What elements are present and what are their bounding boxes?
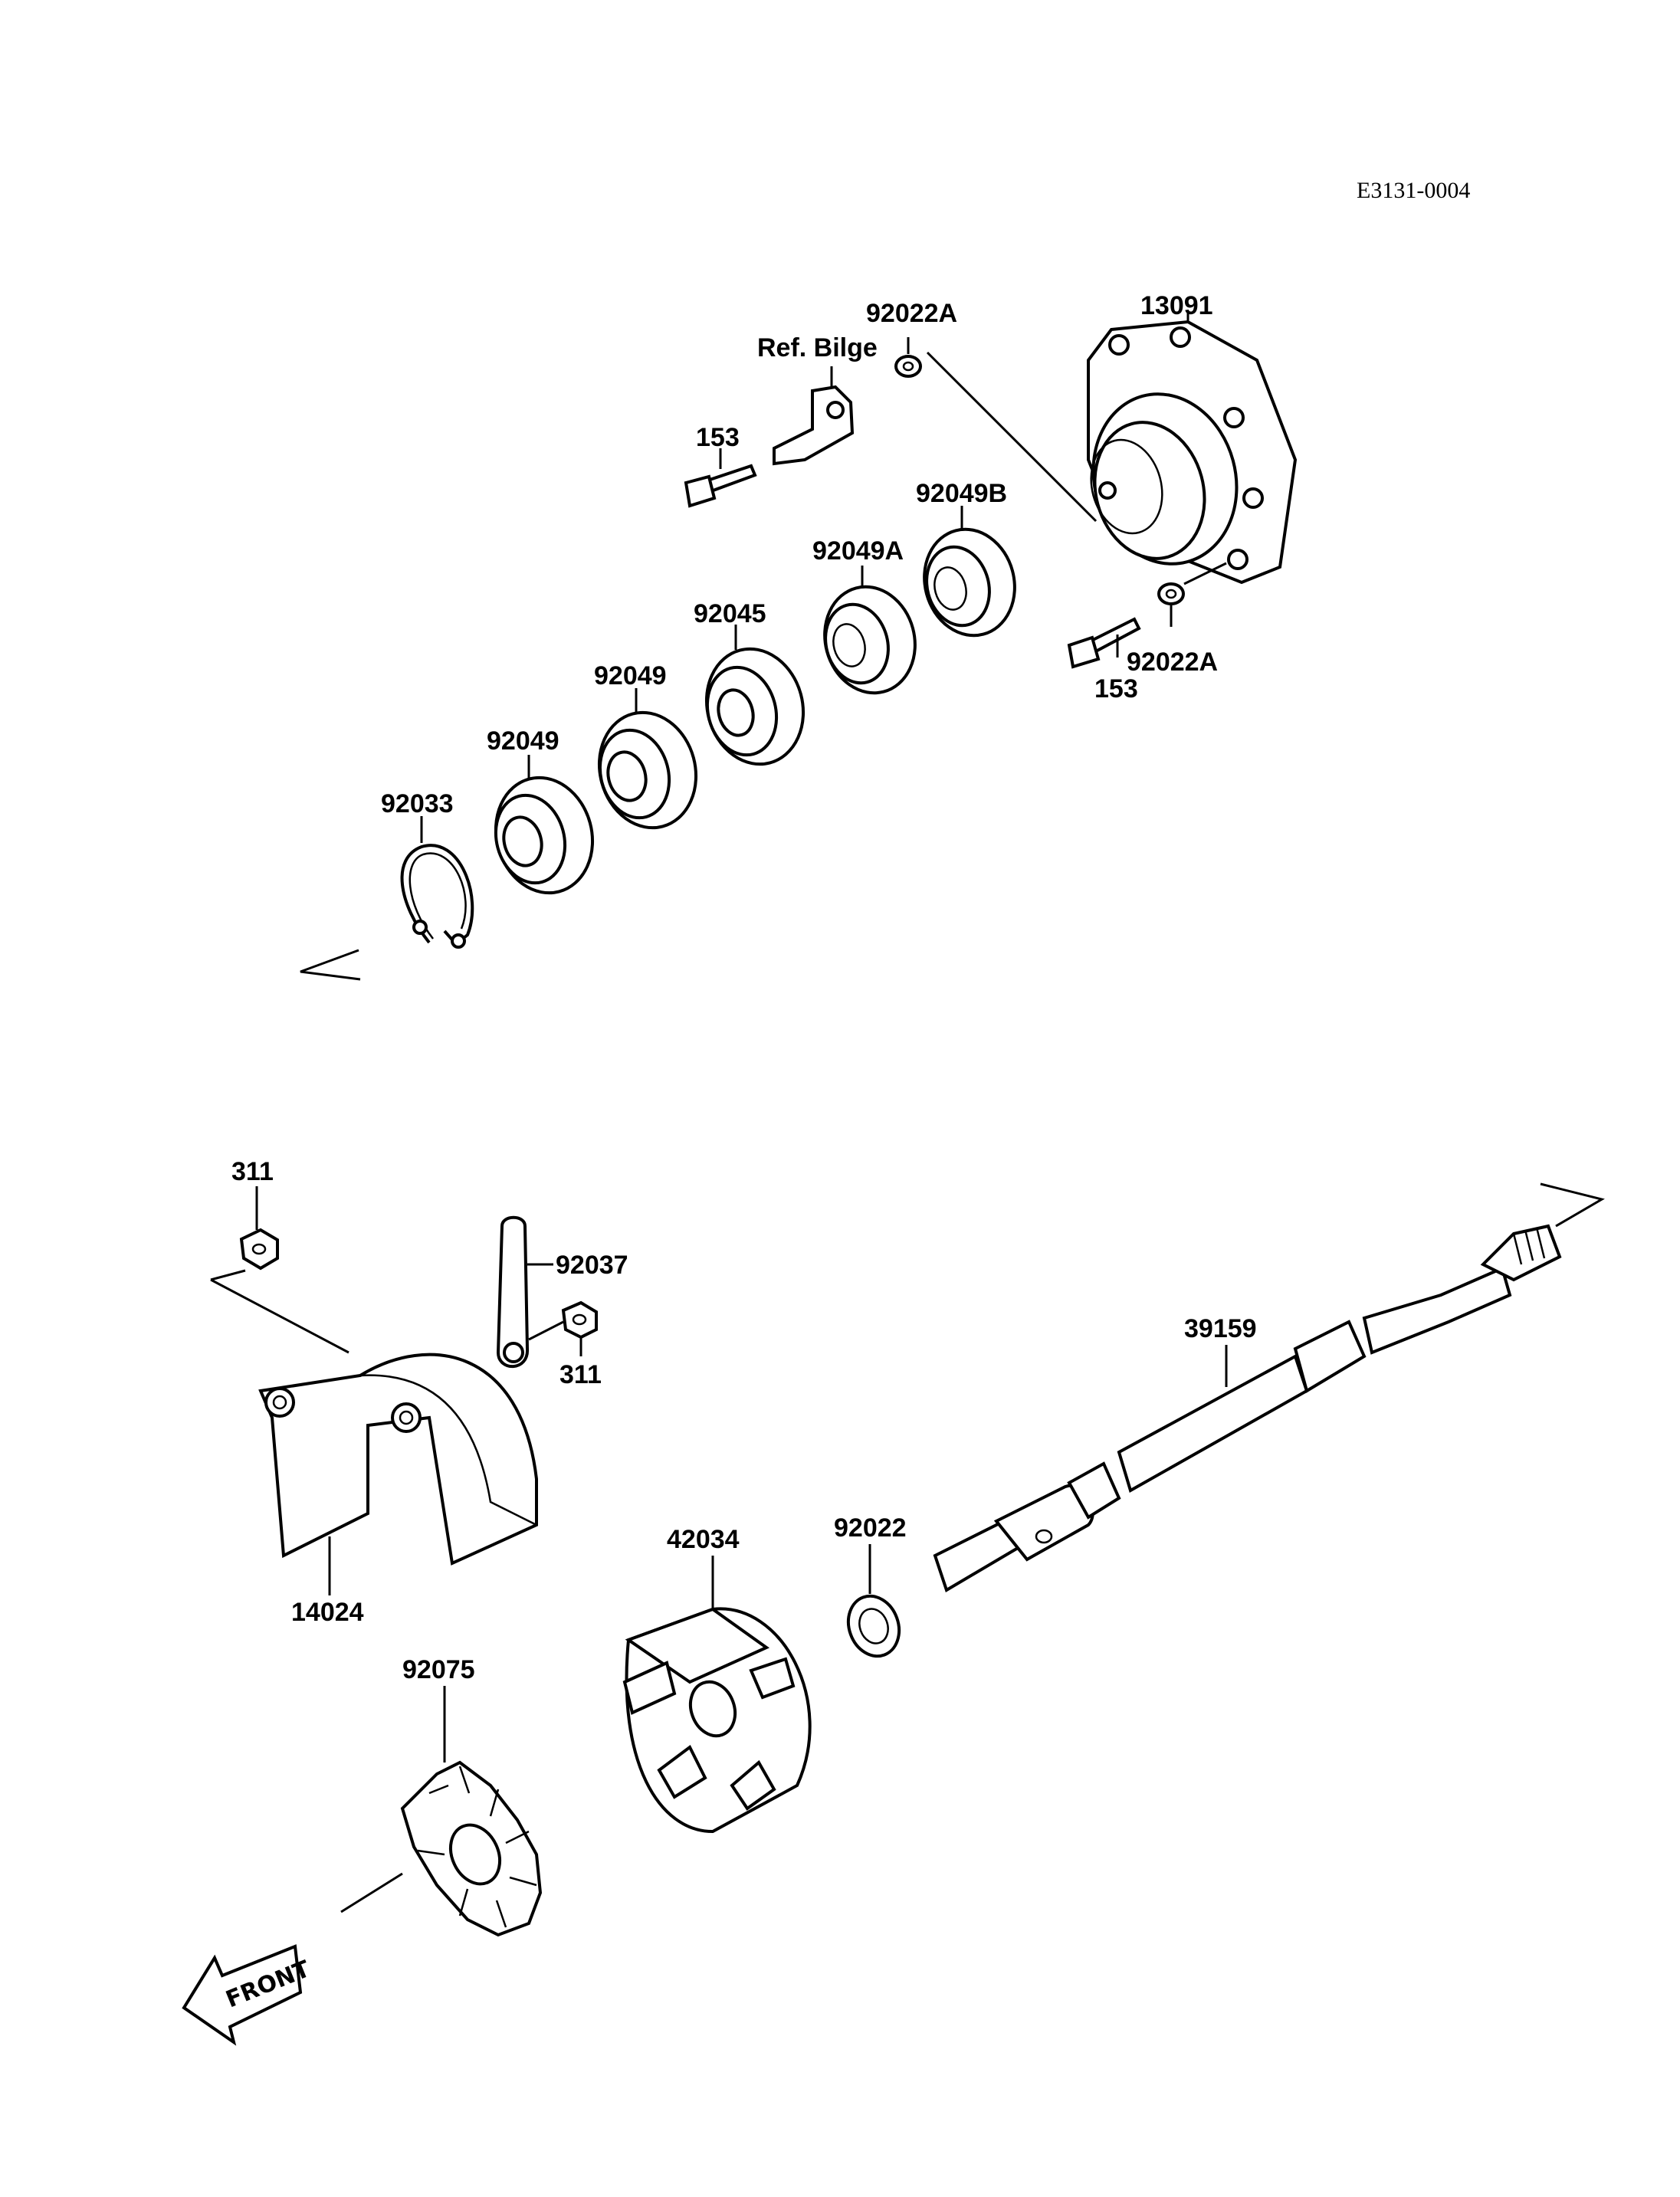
label-42034: 42034: [667, 1525, 740, 1554]
shaft-axis-pointer-left: [300, 949, 361, 981]
part-92075-damper: [400, 1760, 543, 1937]
part-92049A-oil-seal: [823, 585, 917, 695]
part-153-bolt-top: [684, 464, 757, 508]
part-92045-ball-bearing: [704, 647, 806, 766]
label-13091: 13091: [1140, 291, 1213, 320]
part-92049-oil-seal-a: [597, 710, 698, 830]
part-153-bolt-bottom: [1067, 617, 1141, 669]
part-92022A-washer-top: [894, 355, 922, 378]
label-92022A-top: 92022A: [866, 299, 957, 328]
drawing-code: E3131-0004: [1357, 178, 1470, 203]
label-ref-bilge: Ref. Bilge: [757, 333, 878, 362]
label-92049B: 92049B: [916, 479, 1007, 508]
label-311-right: 311: [559, 1360, 602, 1389]
label-92075: 92075: [402, 1655, 475, 1684]
label-92037: 92037: [556, 1251, 628, 1280]
part-39159-drive-shaft: [933, 1224, 1562, 1592]
label-153-top: 153: [696, 423, 740, 452]
part-92049B-oil-seal: [923, 527, 1016, 638]
label-92033: 92033: [381, 789, 454, 818]
label-92049-a: 92049: [594, 661, 667, 690]
bilge-bracket: [773, 385, 855, 466]
label-39159: 39159: [1184, 1314, 1257, 1343]
part-92037-stopper: [496, 1215, 530, 1369]
part-92022-washer: [846, 1594, 901, 1658]
label-153-bottom: 153: [1094, 674, 1138, 703]
front-direction-arrow: FRONT: [182, 1944, 314, 2046]
part-42034-coupling: [622, 1607, 812, 1834]
label-14024: 14024: [291, 1598, 364, 1627]
part-92049-oil-seal-b: [494, 776, 595, 895]
label-92022: 92022: [834, 1513, 907, 1543]
part-13091-bearing-housing: [1087, 320, 1298, 585]
part-14024-cover: [258, 1353, 538, 1566]
shaft-axis-pointer-right: [1540, 1182, 1605, 1228]
label-92049-b: 92049: [487, 726, 559, 756]
part-92033-circlip: [400, 844, 474, 949]
part-311-nut-left: [239, 1228, 279, 1271]
label-311-left: 311: [231, 1157, 274, 1186]
label-92049A: 92049A: [812, 536, 904, 566]
label-92022A-bottom: 92022A: [1127, 648, 1218, 677]
part-311-nut-right: [561, 1300, 598, 1340]
label-92045: 92045: [694, 599, 766, 628]
part-92022A-washer-bottom: [1157, 582, 1185, 605]
